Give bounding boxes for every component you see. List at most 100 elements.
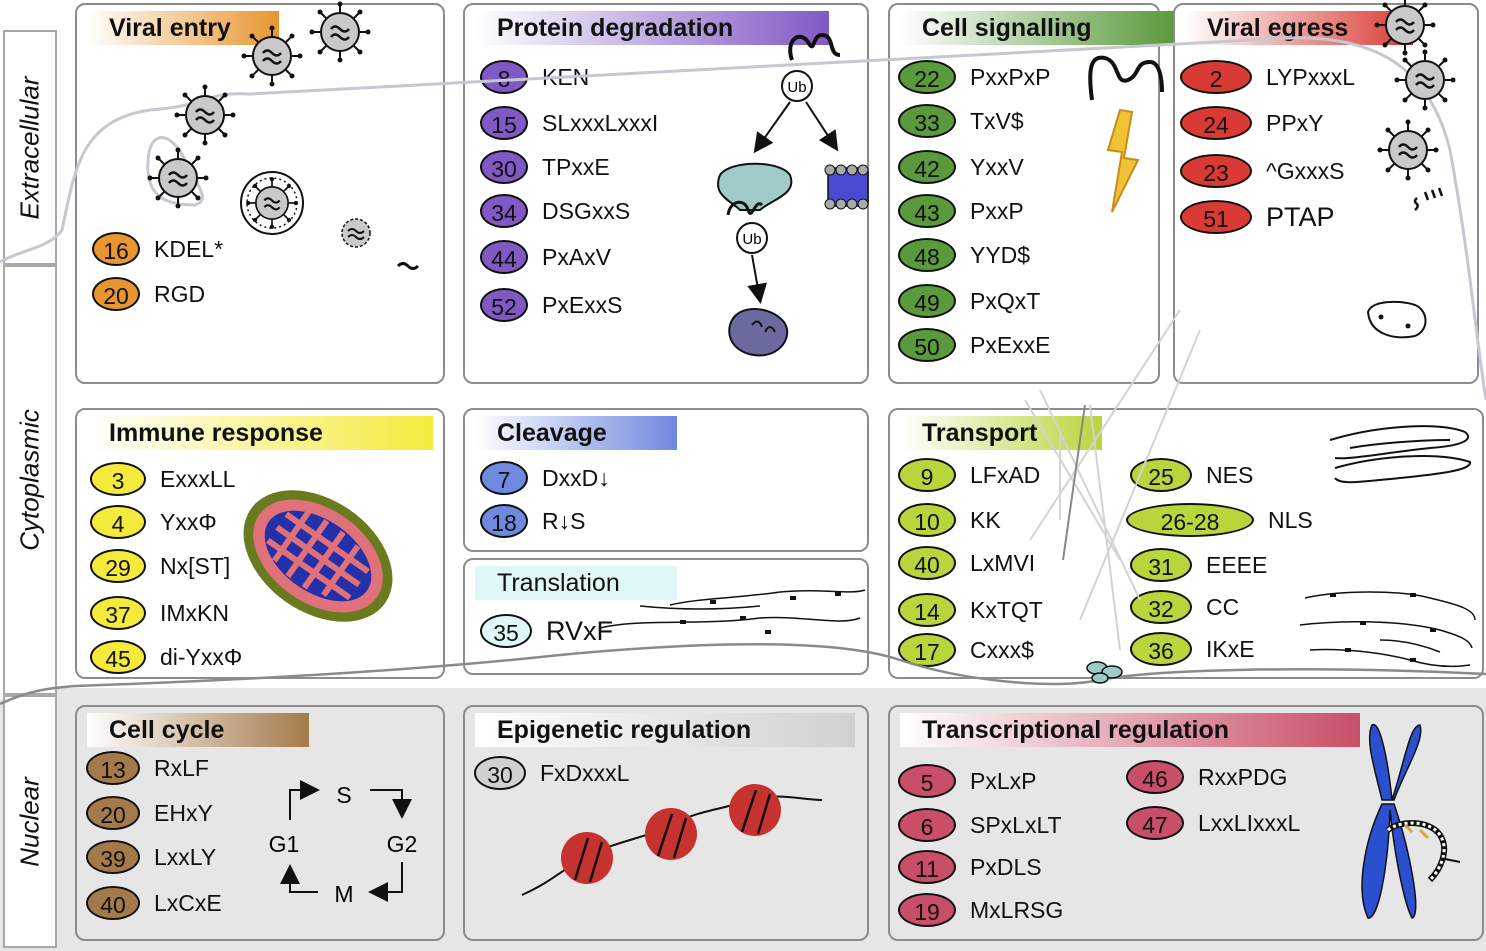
motif-pattern: EHxY <box>154 799 213 826</box>
motif-pattern: YxxΦ <box>160 508 217 535</box>
motif-pattern: PxxPxP <box>970 63 1051 90</box>
motif-pattern: KEN <box>542 63 590 90</box>
motif-pattern: PxQxT <box>970 287 1041 314</box>
motif-number-badge: 20 <box>86 796 140 830</box>
motif-pattern: EEEE <box>1206 551 1268 578</box>
panel-cleavage: Cleavage <box>463 408 869 552</box>
motif-item: 52 PxExxS <box>480 288 623 322</box>
motif-pattern: YxxV <box>970 153 1024 180</box>
panel-title: Translation <box>475 566 677 600</box>
motif-number-badge: 37 <box>90 596 146 630</box>
motif-number-badge: 19 <box>898 893 956 927</box>
motif-number-badge: 32 <box>1130 590 1192 624</box>
motif-number-badge: 50 <box>898 328 956 362</box>
motif-number-badge: 26-28 <box>1126 503 1254 537</box>
motif-item: 31 EEEE <box>1130 548 1267 582</box>
motif-pattern: LFxAD <box>970 461 1041 488</box>
motif-pattern: FxDxxxL <box>540 759 630 786</box>
motif-number-badge: 7 <box>480 461 528 495</box>
motif-pattern: ExxxLL <box>160 465 236 492</box>
motif-pattern: YYD$ <box>970 241 1031 268</box>
motif-pattern: KK <box>970 506 1001 533</box>
motif-number-badge: 40 <box>86 886 140 920</box>
motif-pattern: di-YxxΦ <box>160 643 243 670</box>
motif-number-badge: 43 <box>898 194 956 228</box>
motif-number-badge: 46 <box>1126 760 1184 794</box>
motif-item: 40 LxMVI <box>898 546 1035 580</box>
motif-number-badge: 18 <box>480 504 528 538</box>
motif-number-badge: 44 <box>480 240 528 274</box>
motif-item: 2 LYPxxxL <box>1180 60 1355 94</box>
motif-number-badge: 52 <box>480 288 528 322</box>
motif-pattern: LxxLIxxxL <box>1198 809 1301 836</box>
motif-pattern: TPxxE <box>542 153 610 180</box>
motif-number-badge: 40 <box>898 546 956 580</box>
motif-item: 43 PxxP <box>898 194 1024 228</box>
motif-item: 49 PxQxT <box>898 284 1040 318</box>
motif-pattern: NLS <box>1268 506 1313 533</box>
panel-title: Transcriptional regulation <box>900 713 1360 747</box>
motif-pattern: DxxD↓ <box>542 464 610 491</box>
motif-number-badge: 6 <box>898 808 956 842</box>
motif-number-badge: 5 <box>898 764 956 798</box>
motif-pattern: DSGxxS <box>542 197 631 224</box>
motif-pattern: NES <box>1206 461 1254 488</box>
motif-number-badge: 42 <box>898 150 956 184</box>
motif-pattern: PxExxS <box>542 291 623 318</box>
motif-pattern: RxLF <box>154 754 209 781</box>
zone-label-text: Cytoplasmic <box>14 409 45 551</box>
motif-number-badge: 14 <box>898 593 956 627</box>
motif-number-badge: 45 <box>90 640 146 674</box>
panel-title: Cell cycle <box>87 713 309 747</box>
motif-pattern: LYPxxxL <box>1266 63 1356 90</box>
motif-number-badge: 20 <box>92 277 140 311</box>
panel-title: Protein degradation <box>475 11 829 45</box>
motif-number-badge: 36 <box>1130 632 1192 666</box>
motif-number-badge: 13 <box>86 751 140 785</box>
motif-pattern: Nx[ST] <box>160 552 231 579</box>
motif-pattern: KDEL* <box>154 235 224 262</box>
motif-number-badge: 25 <box>1130 458 1192 492</box>
zone-label-text: Nuclear <box>14 776 45 867</box>
motif-pattern: Cxxx$ <box>970 636 1034 663</box>
motif-pattern: LxCxE <box>154 889 222 916</box>
motif-pattern: SLxxxLxxxI <box>542 109 659 136</box>
motif-number-badge: 3 <box>90 462 146 496</box>
motif-pattern: LxMVI <box>970 549 1036 576</box>
motif-pattern: PxDLS <box>970 853 1042 880</box>
motif-item: 13 RxLF <box>86 751 209 785</box>
motif-number-badge: 31 <box>1130 548 1192 582</box>
zone-label-nuclear: Nuclear <box>3 695 57 948</box>
motif-number-badge: 2 <box>1180 60 1252 94</box>
panel-epigenetic-regulation: Epigenetic regulation <box>463 705 869 941</box>
panel-title: Viral entry <box>87 11 279 45</box>
motif-number-badge: 49 <box>898 284 956 318</box>
motif-pattern: TxV$ <box>970 107 1024 134</box>
panel-translation: Translation <box>463 558 869 675</box>
motif-pattern: MxLRSG <box>970 896 1064 923</box>
panel-title: Viral egress <box>1185 11 1413 45</box>
motif-pattern: PTAP <box>1266 201 1335 232</box>
motif-item: 19 MxLRSG <box>898 893 1063 927</box>
panel-title: Cleavage <box>475 416 677 450</box>
motif-pattern: PxxP <box>970 197 1024 224</box>
panel-title: Epigenetic regulation <box>475 713 855 747</box>
